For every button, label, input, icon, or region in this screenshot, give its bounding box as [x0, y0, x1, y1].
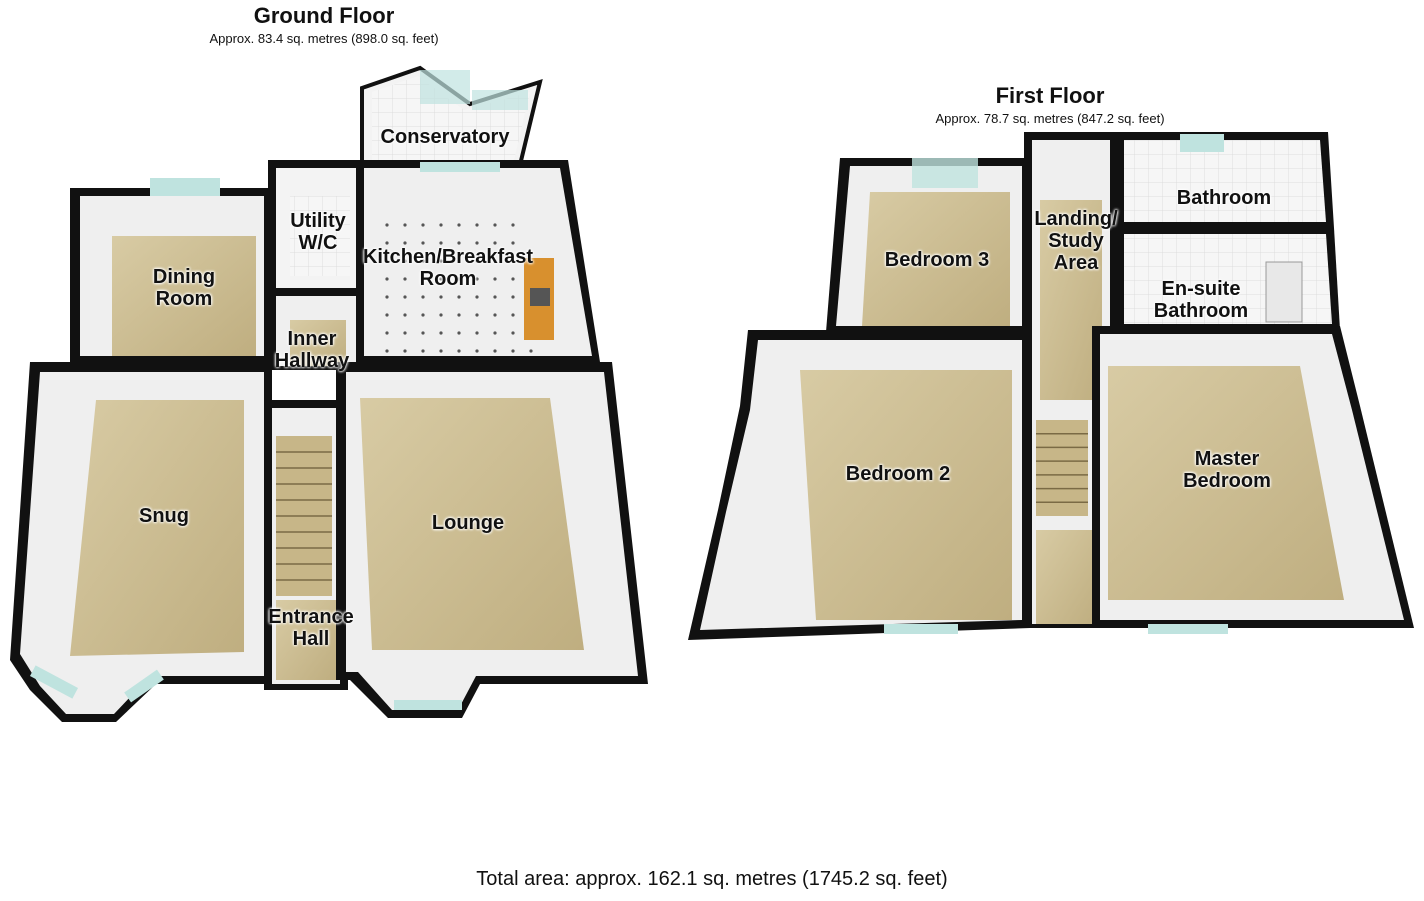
bedroom-2-room: [688, 330, 1030, 640]
ground-stairs: [276, 436, 332, 596]
utility-room: [268, 160, 364, 292]
ground-floor-plan: [10, 65, 648, 722]
first-floor-area: Approx. 78.7 sq. metres (847.2 sq. feet): [935, 111, 1165, 126]
conservatory-room: [360, 65, 543, 167]
first-stairs: [1036, 420, 1088, 516]
inner-hallway-area: [268, 290, 364, 370]
kitchen-room: [356, 160, 600, 362]
dining-label: Dining Room: [152, 266, 216, 310]
bathroom-label: Bathroom: [1176, 187, 1272, 209]
ground-floor-title: Ground Floor: [253, 3, 395, 28]
conservatory-label: Conservatory: [380, 126, 510, 148]
lounge-room: [336, 362, 648, 718]
kitchen-label: Kitchen/Breakfast Room: [362, 246, 534, 290]
entrance-hall-area: [264, 400, 348, 690]
bedroom-2-label: Bedroom 2: [845, 463, 951, 485]
bathroom-room: [1116, 132, 1334, 228]
first-floor-title: First Floor: [995, 83, 1105, 108]
ensuite-room: [1116, 228, 1340, 330]
lounge-label: Lounge: [431, 512, 505, 534]
utility-label: Utility W/C: [290, 210, 346, 254]
ensuite-label: En-suite Bathroom: [1153, 278, 1249, 322]
inner-hallway-label: Inner Hallway: [274, 328, 350, 372]
total-area: Total area: approx. 162.1 sq. metres (17…: [476, 868, 948, 890]
master-bedroom-label: Master Bedroom: [1183, 448, 1271, 492]
bedroom-3-label: Bedroom 3: [884, 249, 990, 271]
landing-label: Landing/ Study Area: [1034, 208, 1118, 274]
entrance-hall-label: Entrance Hall: [268, 606, 354, 650]
dining-room: [70, 178, 272, 362]
bedroom-3-room: [826, 158, 1030, 332]
snug-room: [10, 362, 272, 722]
snug-label: Snug: [139, 505, 189, 527]
ground-floor-area: Approx. 83.4 sq. metres (898.0 sq. feet): [209, 31, 439, 46]
first-floor-plan: [688, 132, 1414, 640]
master-bedroom-room: [1092, 326, 1414, 634]
